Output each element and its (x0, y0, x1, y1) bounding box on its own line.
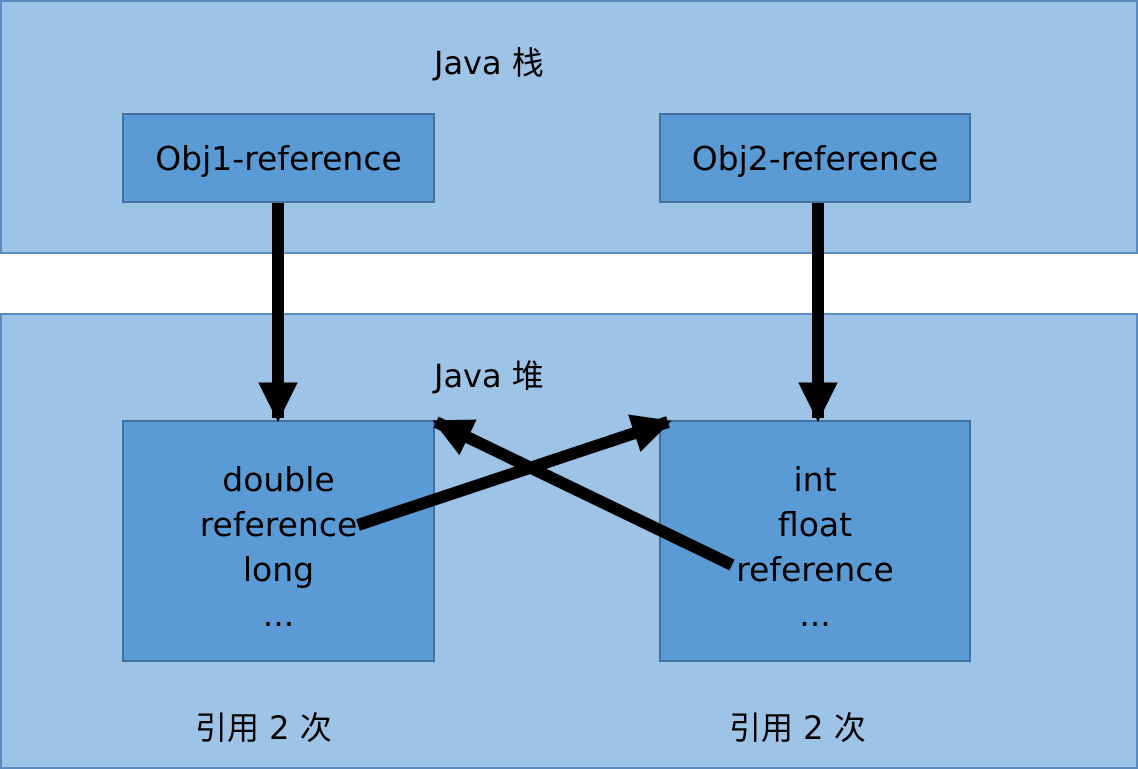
obj2-field: reference (736, 550, 894, 589)
obj2-field-list: int float reference ... (661, 457, 969, 637)
java-heap-title: Java 堆 (434, 357, 544, 395)
obj1-field: ... (262, 595, 295, 634)
obj1-object-box: double reference long ... (122, 420, 435, 662)
obj1-field: double (222, 460, 335, 499)
obj2-reference-count: 引用 2 次 (729, 709, 866, 747)
obj1-field: long (242, 550, 315, 589)
obj1-field: reference (199, 505, 358, 544)
obj2-field: float (777, 505, 853, 544)
obj1-reference-box: Obj1-reference (122, 113, 435, 203)
obj2-field: int (793, 460, 837, 499)
obj2-reference-box: Obj2-reference (659, 113, 971, 203)
java-stack-region: Java 栈 Obj1-reference Obj2-reference (0, 0, 1138, 254)
java-stack-title: Java 栈 (434, 44, 544, 82)
java-heap-region: Java 堆 double reference long ... int flo… (0, 313, 1138, 769)
obj2-object-box: int float reference ... (659, 420, 971, 662)
obj2-field: ... (799, 595, 831, 634)
obj1-reference-count: 引用 2 次 (195, 709, 332, 747)
obj1-field-list: double reference long ... (124, 457, 433, 637)
